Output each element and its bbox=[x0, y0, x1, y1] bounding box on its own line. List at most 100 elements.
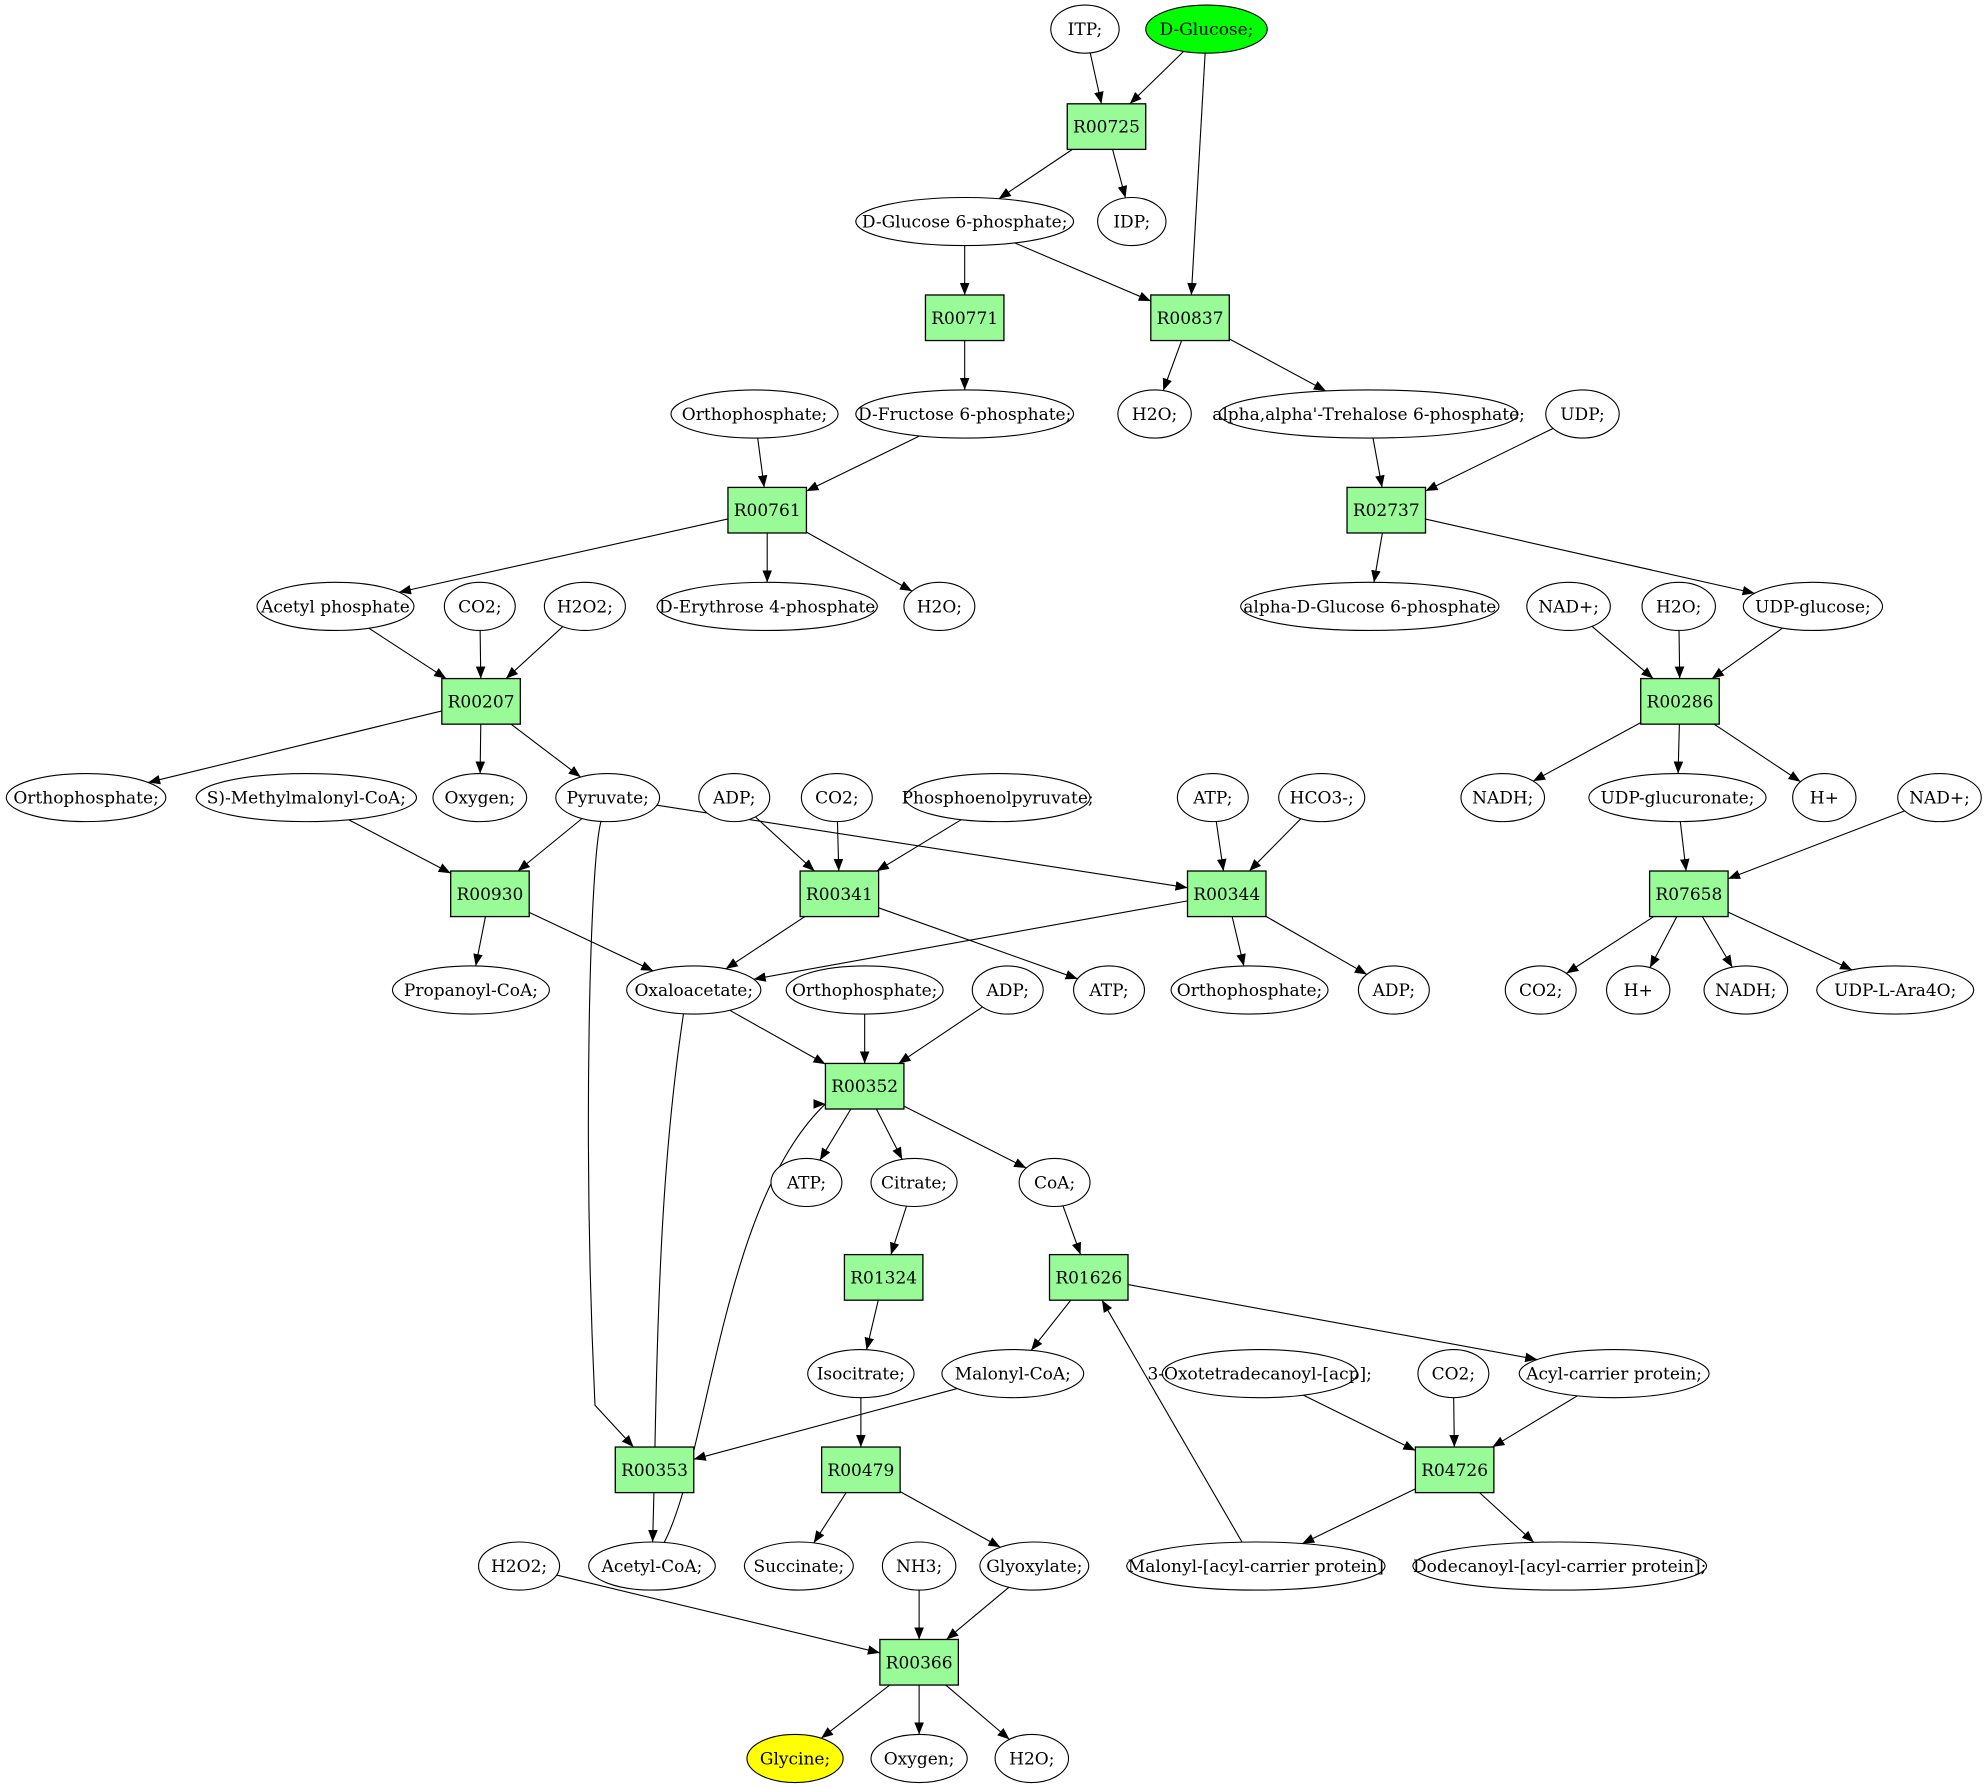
compound-node[interactable]: Propanoyl-CoA; bbox=[391, 965, 550, 1015]
compound-node[interactable]: D-Fructose 6-phosphate; bbox=[855, 389, 1075, 439]
compound-node[interactable]: Acetyl phosphate bbox=[256, 581, 415, 632]
compound-node[interactable]: Glycine; bbox=[746, 1733, 844, 1784]
reaction-label: R00344 bbox=[1193, 885, 1260, 905]
compound-label: CO2; bbox=[1519, 981, 1563, 1001]
compound-node[interactable]: H2O; bbox=[1117, 389, 1192, 439]
compound-ellipse bbox=[1145, 4, 1268, 54]
compound-node[interactable]: S)-Methylmalonyl-CoA; bbox=[195, 772, 418, 823]
compound-node[interactable]: ADP; bbox=[1357, 965, 1430, 1015]
compound-node[interactable]: Pyruvate; bbox=[555, 772, 661, 823]
reaction-node[interactable]: R04726 bbox=[1414, 1446, 1495, 1494]
compound-node[interactable]: NADH; bbox=[1460, 772, 1546, 823]
compound-node[interactable]: NH3; bbox=[881, 1541, 957, 1591]
compound-ellipse bbox=[800, 772, 873, 823]
compound-node[interactable]: Dodecanoyl-[acyl-carrier protein]; bbox=[1412, 1541, 1708, 1591]
reaction-node[interactable]: R00366 bbox=[879, 1638, 960, 1686]
compound-node[interactable]: NAD+; bbox=[1897, 772, 1982, 823]
compound-ellipse bbox=[626, 965, 762, 1015]
compound-node[interactable]: ITP; bbox=[1050, 4, 1120, 54]
reaction-node[interactable]: R00352 bbox=[824, 1062, 905, 1110]
compound-node[interactable]: Oxaloacetate; bbox=[626, 965, 762, 1015]
reaction-node[interactable]: R00207 bbox=[441, 677, 521, 725]
compound-node[interactable]: ADP; bbox=[698, 772, 771, 823]
reaction-node[interactable]: R01626 bbox=[1048, 1253, 1129, 1301]
compound-node[interactable]: alpha,alpha'-Trehalose 6-phosphate; bbox=[1212, 389, 1525, 439]
compound-node[interactable]: 3-Oxotetradecanoyl-[acp]; bbox=[1147, 1349, 1372, 1399]
compound-node[interactable]: H2O2; bbox=[543, 581, 626, 632]
compound-node[interactable]: CO2; bbox=[800, 772, 873, 823]
reaction-node[interactable]: R00761 bbox=[727, 486, 808, 534]
reaction-node[interactable]: R00771 bbox=[924, 294, 1005, 342]
compound-node[interactable]: Oxygen; bbox=[432, 772, 528, 823]
compound-node[interactable]: Isocitrate; bbox=[807, 1349, 915, 1399]
reaction-node[interactable]: R07658 bbox=[1648, 870, 1729, 918]
reaction-node[interactable]: R01324 bbox=[843, 1253, 924, 1301]
edge-arrow bbox=[517, 818, 583, 872]
compound-node[interactable]: UDP-glucose; bbox=[1742, 581, 1884, 632]
compound-ellipse bbox=[656, 581, 878, 632]
reaction-node[interactable]: R00930 bbox=[450, 870, 530, 918]
compound-ellipse bbox=[1357, 965, 1430, 1015]
compound-ellipse bbox=[1018, 1157, 1091, 1208]
compound-label: IDP; bbox=[1113, 213, 1150, 233]
compound-node[interactable]: ATP; bbox=[1176, 772, 1249, 823]
compound-node[interactable]: Orthophosphate; bbox=[1170, 965, 1329, 1015]
compound-node[interactable]: Oxygen; bbox=[870, 1733, 968, 1784]
edge-arrow bbox=[505, 626, 564, 679]
compound-node[interactable]: Acyl-carrier protein; bbox=[1518, 1349, 1710, 1399]
compound-node[interactable]: ATP; bbox=[1073, 965, 1146, 1015]
compound-node[interactable]: ADP; bbox=[971, 965, 1044, 1015]
compound-node[interactable]: NADH; bbox=[1703, 965, 1789, 1015]
compound-node[interactable]: NAD+; bbox=[1526, 581, 1611, 632]
compound-node[interactable]: Malonyl-[acyl-carrier protein] bbox=[1126, 1541, 1386, 1591]
reaction-node[interactable]: R00837 bbox=[1150, 294, 1230, 342]
compound-node[interactable]: Glyoxylate; bbox=[979, 1541, 1090, 1591]
edge-arrow bbox=[1674, 630, 1685, 679]
reaction-label: R00341 bbox=[806, 885, 873, 905]
compound-node[interactable]: UDP-glucuronate; bbox=[1588, 772, 1767, 823]
reaction-box bbox=[727, 486, 808, 534]
compound-node[interactable]: alpha-D-Glucose 6-phosphate bbox=[1240, 581, 1500, 632]
reaction-label: R00352 bbox=[831, 1077, 898, 1097]
compound-label: UDP-glucose; bbox=[1755, 597, 1871, 617]
reaction-node[interactable]: R02737 bbox=[1346, 486, 1427, 534]
reaction-node[interactable]: R00341 bbox=[799, 870, 880, 918]
compound-node[interactable]: D-Erythrose 4-phosphate bbox=[656, 581, 878, 632]
compound-node[interactable]: UDP-L-Ara4O; bbox=[1816, 965, 1975, 1015]
compound-node[interactable]: CoA; bbox=[1018, 1157, 1091, 1208]
compound-node[interactable]: Acetyl-CoA; bbox=[588, 1541, 716, 1591]
compound-node[interactable]: HCO3-; bbox=[1278, 772, 1366, 823]
compound-node[interactable]: CO2; bbox=[1504, 965, 1577, 1015]
edge-arrow bbox=[1265, 915, 1368, 975]
compound-node[interactable]: CO2; bbox=[443, 581, 516, 632]
compound-node[interactable]: D-Glucose; bbox=[1145, 4, 1268, 54]
compound-node[interactable]: H+ bbox=[1606, 965, 1671, 1015]
compound-node[interactable]: H2O; bbox=[1641, 581, 1716, 632]
reaction-node[interactable]: R00353 bbox=[614, 1446, 695, 1494]
compound-label: CO2; bbox=[458, 597, 502, 617]
compound-node[interactable]: Succinate; bbox=[743, 1541, 854, 1591]
compound-node[interactable]: IDP; bbox=[1097, 196, 1167, 247]
reaction-node[interactable]: R00286 bbox=[1640, 677, 1720, 725]
reaction-node[interactable]: R00725 bbox=[1066, 103, 1147, 151]
compound-node[interactable]: H2O; bbox=[994, 1733, 1070, 1784]
compound-node[interactable]: Phosphoenolpyruvate; bbox=[902, 772, 1094, 823]
compound-node[interactable]: H2O2; bbox=[477, 1541, 561, 1591]
compound-node[interactable]: Citrate; bbox=[870, 1157, 958, 1208]
reaction-label: R00725 bbox=[1073, 118, 1140, 138]
compound-ellipse bbox=[1816, 965, 1975, 1015]
edge-arrow bbox=[1727, 810, 1905, 880]
compound-node[interactable]: Orthophosphate; bbox=[5, 772, 167, 823]
edge-arrow bbox=[898, 1006, 983, 1064]
compound-node[interactable]: ATP; bbox=[770, 1157, 843, 1208]
reaction-node[interactable]: R00344 bbox=[1186, 870, 1267, 918]
compound-node[interactable]: Malonyl-CoA; bbox=[941, 1349, 1085, 1399]
compound-node[interactable]: CO2; bbox=[1417, 1349, 1490, 1399]
compound-node[interactable]: Orthophosphate; bbox=[785, 965, 944, 1015]
compound-node[interactable]: D-Glucose 6-phosphate; bbox=[855, 196, 1075, 247]
compound-node[interactable]: UDP; bbox=[1545, 389, 1620, 439]
compound-node[interactable]: H2O; bbox=[903, 581, 976, 632]
compound-node[interactable]: Orthophosphate; bbox=[670, 389, 839, 439]
compound-node[interactable]: H+ bbox=[1792, 772, 1857, 823]
reaction-node[interactable]: R00479 bbox=[820, 1446, 901, 1494]
